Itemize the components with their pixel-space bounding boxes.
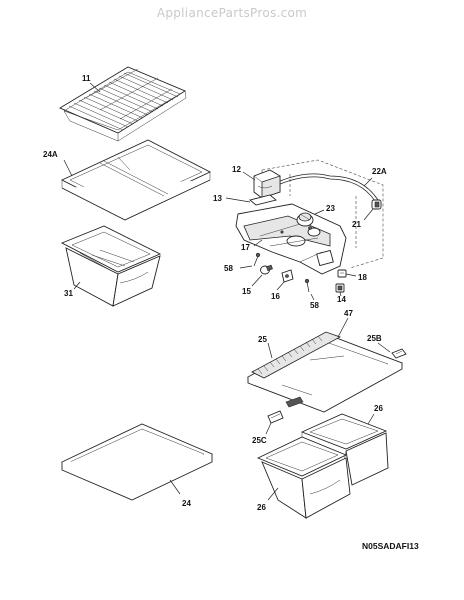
leader-25 [267,342,273,359]
crisper-cover-shelf-part[interactable] [60,139,212,221]
clip-part[interactable] [337,269,347,278]
leader-22A [363,177,373,187]
leader-23 [314,209,325,215]
door-switch-part[interactable] [335,283,345,293]
leader-31 [73,281,81,290]
screw-part-left[interactable] [253,252,261,267]
callout-26-back: 26 [374,404,383,413]
callout-14: 14 [337,295,346,304]
diagram-code: N05SADAFI13 [362,541,419,551]
callout-17: 17 [241,243,250,252]
lamp-socket-part[interactable] [281,269,294,283]
leader-58-right [310,293,315,301]
leader-25C [265,422,272,435]
callout-21: 21 [352,220,361,229]
callout-31: 31 [64,289,73,298]
leader-58-left [239,265,253,269]
leader-47 [337,317,349,338]
leader-14 [339,291,342,297]
callout-25B: 25B [367,334,382,343]
callout-11: 11 [82,74,91,83]
wire-shelf-part[interactable] [59,66,187,142]
light-cover-part[interactable] [253,169,281,199]
glass-shelf-frame-part[interactable] [246,331,404,413]
glass-shelf-part[interactable] [60,423,214,501]
callout-26-front: 26 [257,503,266,512]
callout-47: 47 [344,309,353,318]
watermark: AppliancePartsPros.com [156,6,308,20]
leader-17 [253,239,263,247]
control-housing-part[interactable] [235,203,347,275]
leader-24A [63,159,73,177]
callout-25C: 25C [252,436,267,445]
callout-13: 13 [213,194,222,203]
screw-part-right[interactable] [304,278,310,293]
bracket-plate-part[interactable] [249,194,277,206]
light-bulb-part[interactable] [260,264,273,275]
shelf-bracket-part[interactable] [267,410,284,424]
shelf-end-cap-part[interactable] [391,348,407,359]
callout-22A: 22A [372,167,387,176]
leader-11 [89,82,101,93]
leader-25B [377,342,391,353]
leader-15 [251,274,263,287]
wire-harness-part[interactable] [261,173,379,202]
leader-13 [225,197,251,203]
callout-24A: 24A [43,150,58,159]
leader-16 [276,281,285,291]
leader-24 [169,479,181,495]
callout-24: 24 [182,499,191,508]
leader-12 [242,171,256,181]
leader-26-front [267,487,279,501]
callout-16: 16 [271,292,280,301]
callout-58-left: 58 [224,264,233,273]
leader-26-back [367,413,375,425]
callout-12: 12 [232,165,241,174]
leader-21 [363,208,374,221]
connector-part[interactable] [371,199,382,210]
callout-25: 25 [258,335,267,344]
callout-23: 23 [326,204,335,213]
thermostat-knob-part[interactable] [296,212,314,227]
callout-15: 15 [242,287,251,296]
callout-18: 18 [358,273,367,282]
pan-drawer-front-part[interactable] [256,436,351,519]
callout-58-right: 58 [310,301,319,310]
leader-18 [345,273,357,277]
pan-drawer-back-part[interactable] [300,413,389,486]
crisper-drawer-part[interactable] [60,225,162,307]
